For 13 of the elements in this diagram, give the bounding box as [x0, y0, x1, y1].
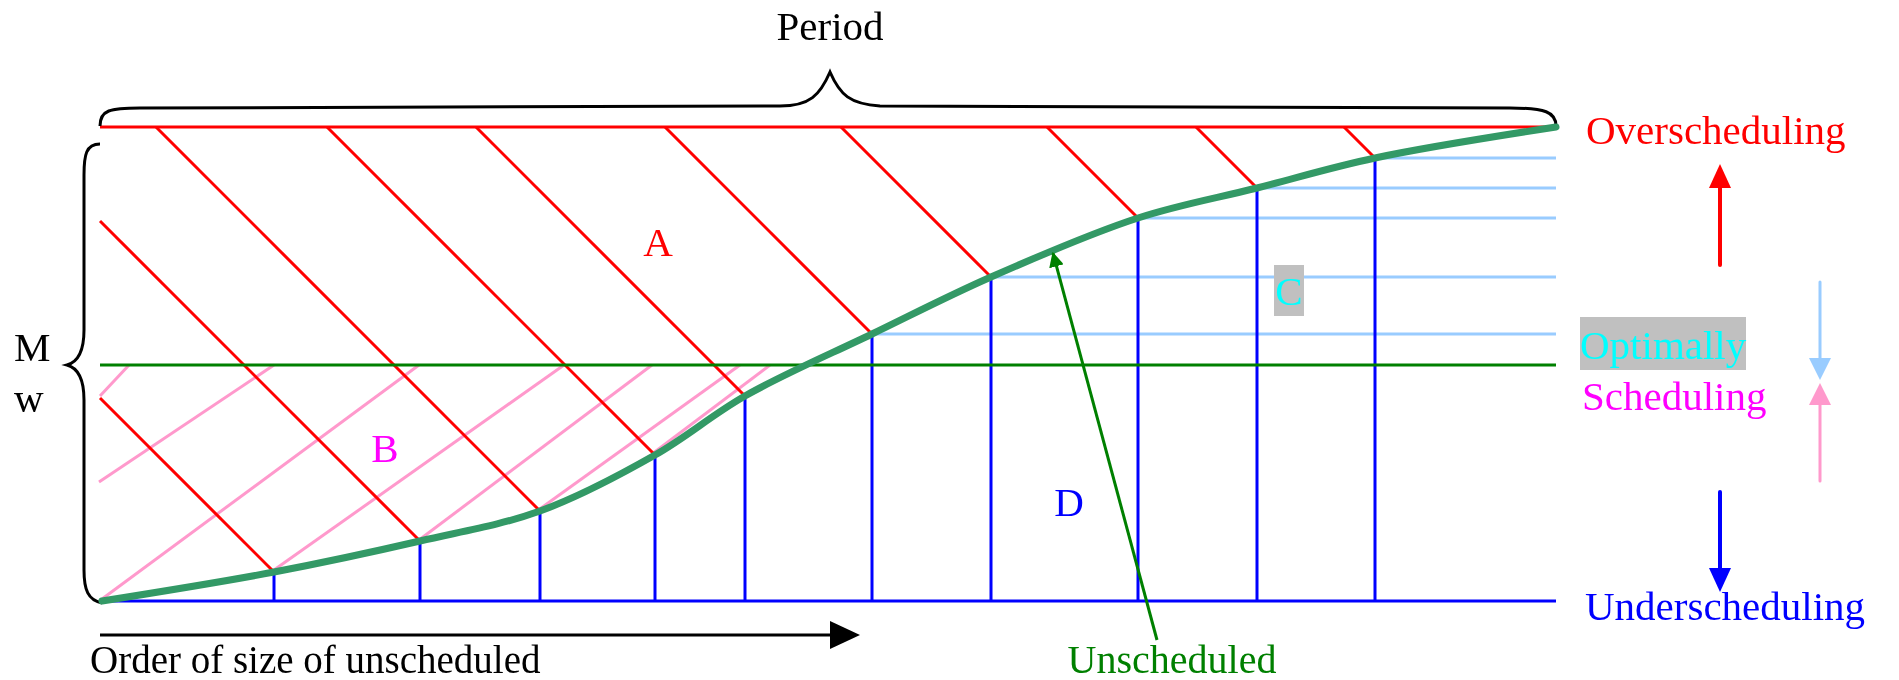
region-label: D — [1054, 482, 1084, 523]
leader-arrow — [1049, 251, 1159, 641]
brace-label: M w — [14, 323, 52, 424]
curve-label: Unscheduled — [1067, 640, 1277, 680]
region-label: B — [371, 428, 399, 469]
region-label: C — [1274, 265, 1304, 316]
level-label: Overscheduling — [1586, 110, 1846, 151]
region-label: A — [643, 222, 673, 263]
axis-label: Order of size of unscheduled — [90, 640, 541, 679]
level-label: Underscheduling — [1585, 586, 1866, 627]
level-label: Scheduling — [1582, 376, 1767, 417]
brace-label: Period — [776, 6, 884, 47]
level-label: Optimally — [1580, 317, 1747, 370]
